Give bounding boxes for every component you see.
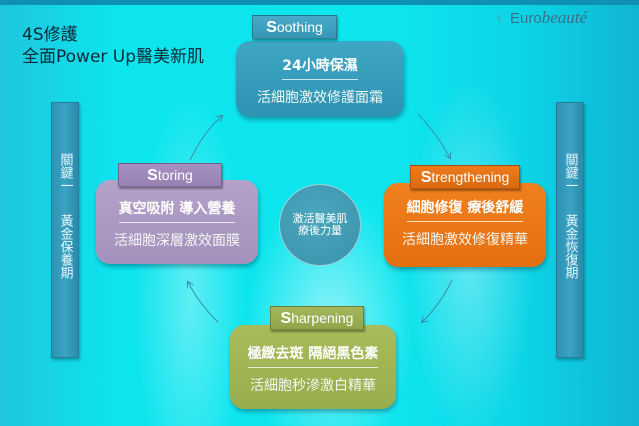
- sidebar-right-line-1: 關鍵一: [562, 153, 578, 192]
- soothing-card: 24小時保濕 活細胞激效修護面霜: [236, 41, 404, 117]
- logo-euro: Euro: [510, 10, 542, 27]
- storing-card: 真空吸附 導入營養 活細胞深層激效面膜: [96, 180, 258, 264]
- title-line-2: 全面Power Up醫美新肌: [22, 47, 205, 67]
- soothing-tag: Soothing: [252, 15, 337, 39]
- soothing-tag-initial: S: [266, 19, 277, 36]
- arrow-sharpening-to-storing: [188, 282, 219, 323]
- storing-tag-rest: toring: [157, 167, 193, 183]
- sharpening-headline: 極緻去斑 隔絕黑色素: [247, 343, 379, 368]
- sidebar-left-line-2: 黃金保養期: [57, 214, 73, 279]
- arrow-strengthening-to-sharpening: [422, 279, 453, 322]
- sharpening-tag: Sharpening: [270, 306, 364, 330]
- center-line-1: 激活醫美肌: [292, 212, 348, 225]
- sidebar-right-line-2: 黃金恢復期: [562, 214, 578, 279]
- storing-headline: 真空吸附 導入營養: [118, 198, 236, 223]
- sharpening-tag-rest: harpening: [291, 310, 354, 326]
- page-title: 4S修護 全面Power Up醫美新肌: [22, 24, 204, 68]
- arrow-storing-to-soothing: [189, 116, 222, 161]
- strengthening-product: 活細胞激效修復精華: [402, 232, 528, 248]
- strengthening-tag: Strengthening: [410, 165, 520, 189]
- brand-logo: ‹ Eurobeauté: [496, 8, 588, 28]
- strengthening-tag-rest: trengthening: [431, 169, 510, 185]
- logo-beaute: beauté: [541, 8, 588, 27]
- title-line-1: 4S修護: [22, 25, 78, 45]
- sharpening-card: 極緻去斑 隔絕黑色素 活細胞秒滲激白精華: [230, 325, 396, 409]
- arrow-soothing-to-strengthening: [417, 113, 450, 158]
- sharpening-product: 活細胞秒滲激白精華: [250, 378, 376, 394]
- soothing-tag-rest: oothing: [276, 19, 323, 35]
- sidebar-golden-recovery-period: 關鍵一 黃金恢復期: [556, 102, 584, 358]
- center-circle: 激活醫美肌 療後力量: [279, 184, 361, 266]
- center-line-2: 療後力量: [298, 224, 342, 237]
- sidebar-golden-care-period: 關鍵一 黃金保養期: [51, 102, 79, 358]
- soothing-product: 活細胞激效修護面霜: [257, 90, 383, 106]
- storing-tag: Storing: [118, 163, 222, 187]
- soothing-headline: 24小時保濕: [282, 55, 358, 80]
- sharpening-tag-initial: S: [280, 310, 292, 327]
- sidebar-left-line-1: 關鍵一: [57, 153, 73, 192]
- strengthening-headline: 細胞修復 療後舒緩: [406, 197, 524, 222]
- strengthening-tag-initial: S: [420, 169, 432, 186]
- storing-tag-initial: S: [147, 167, 158, 184]
- chevron-left-icon: ‹: [496, 8, 503, 27]
- strengthening-card: 細胞修復 療後舒緩 活細胞激效修復精華: [384, 183, 546, 267]
- top-bar: [0, 0, 639, 5]
- storing-product: 活細胞深層激效面膜: [114, 233, 240, 249]
